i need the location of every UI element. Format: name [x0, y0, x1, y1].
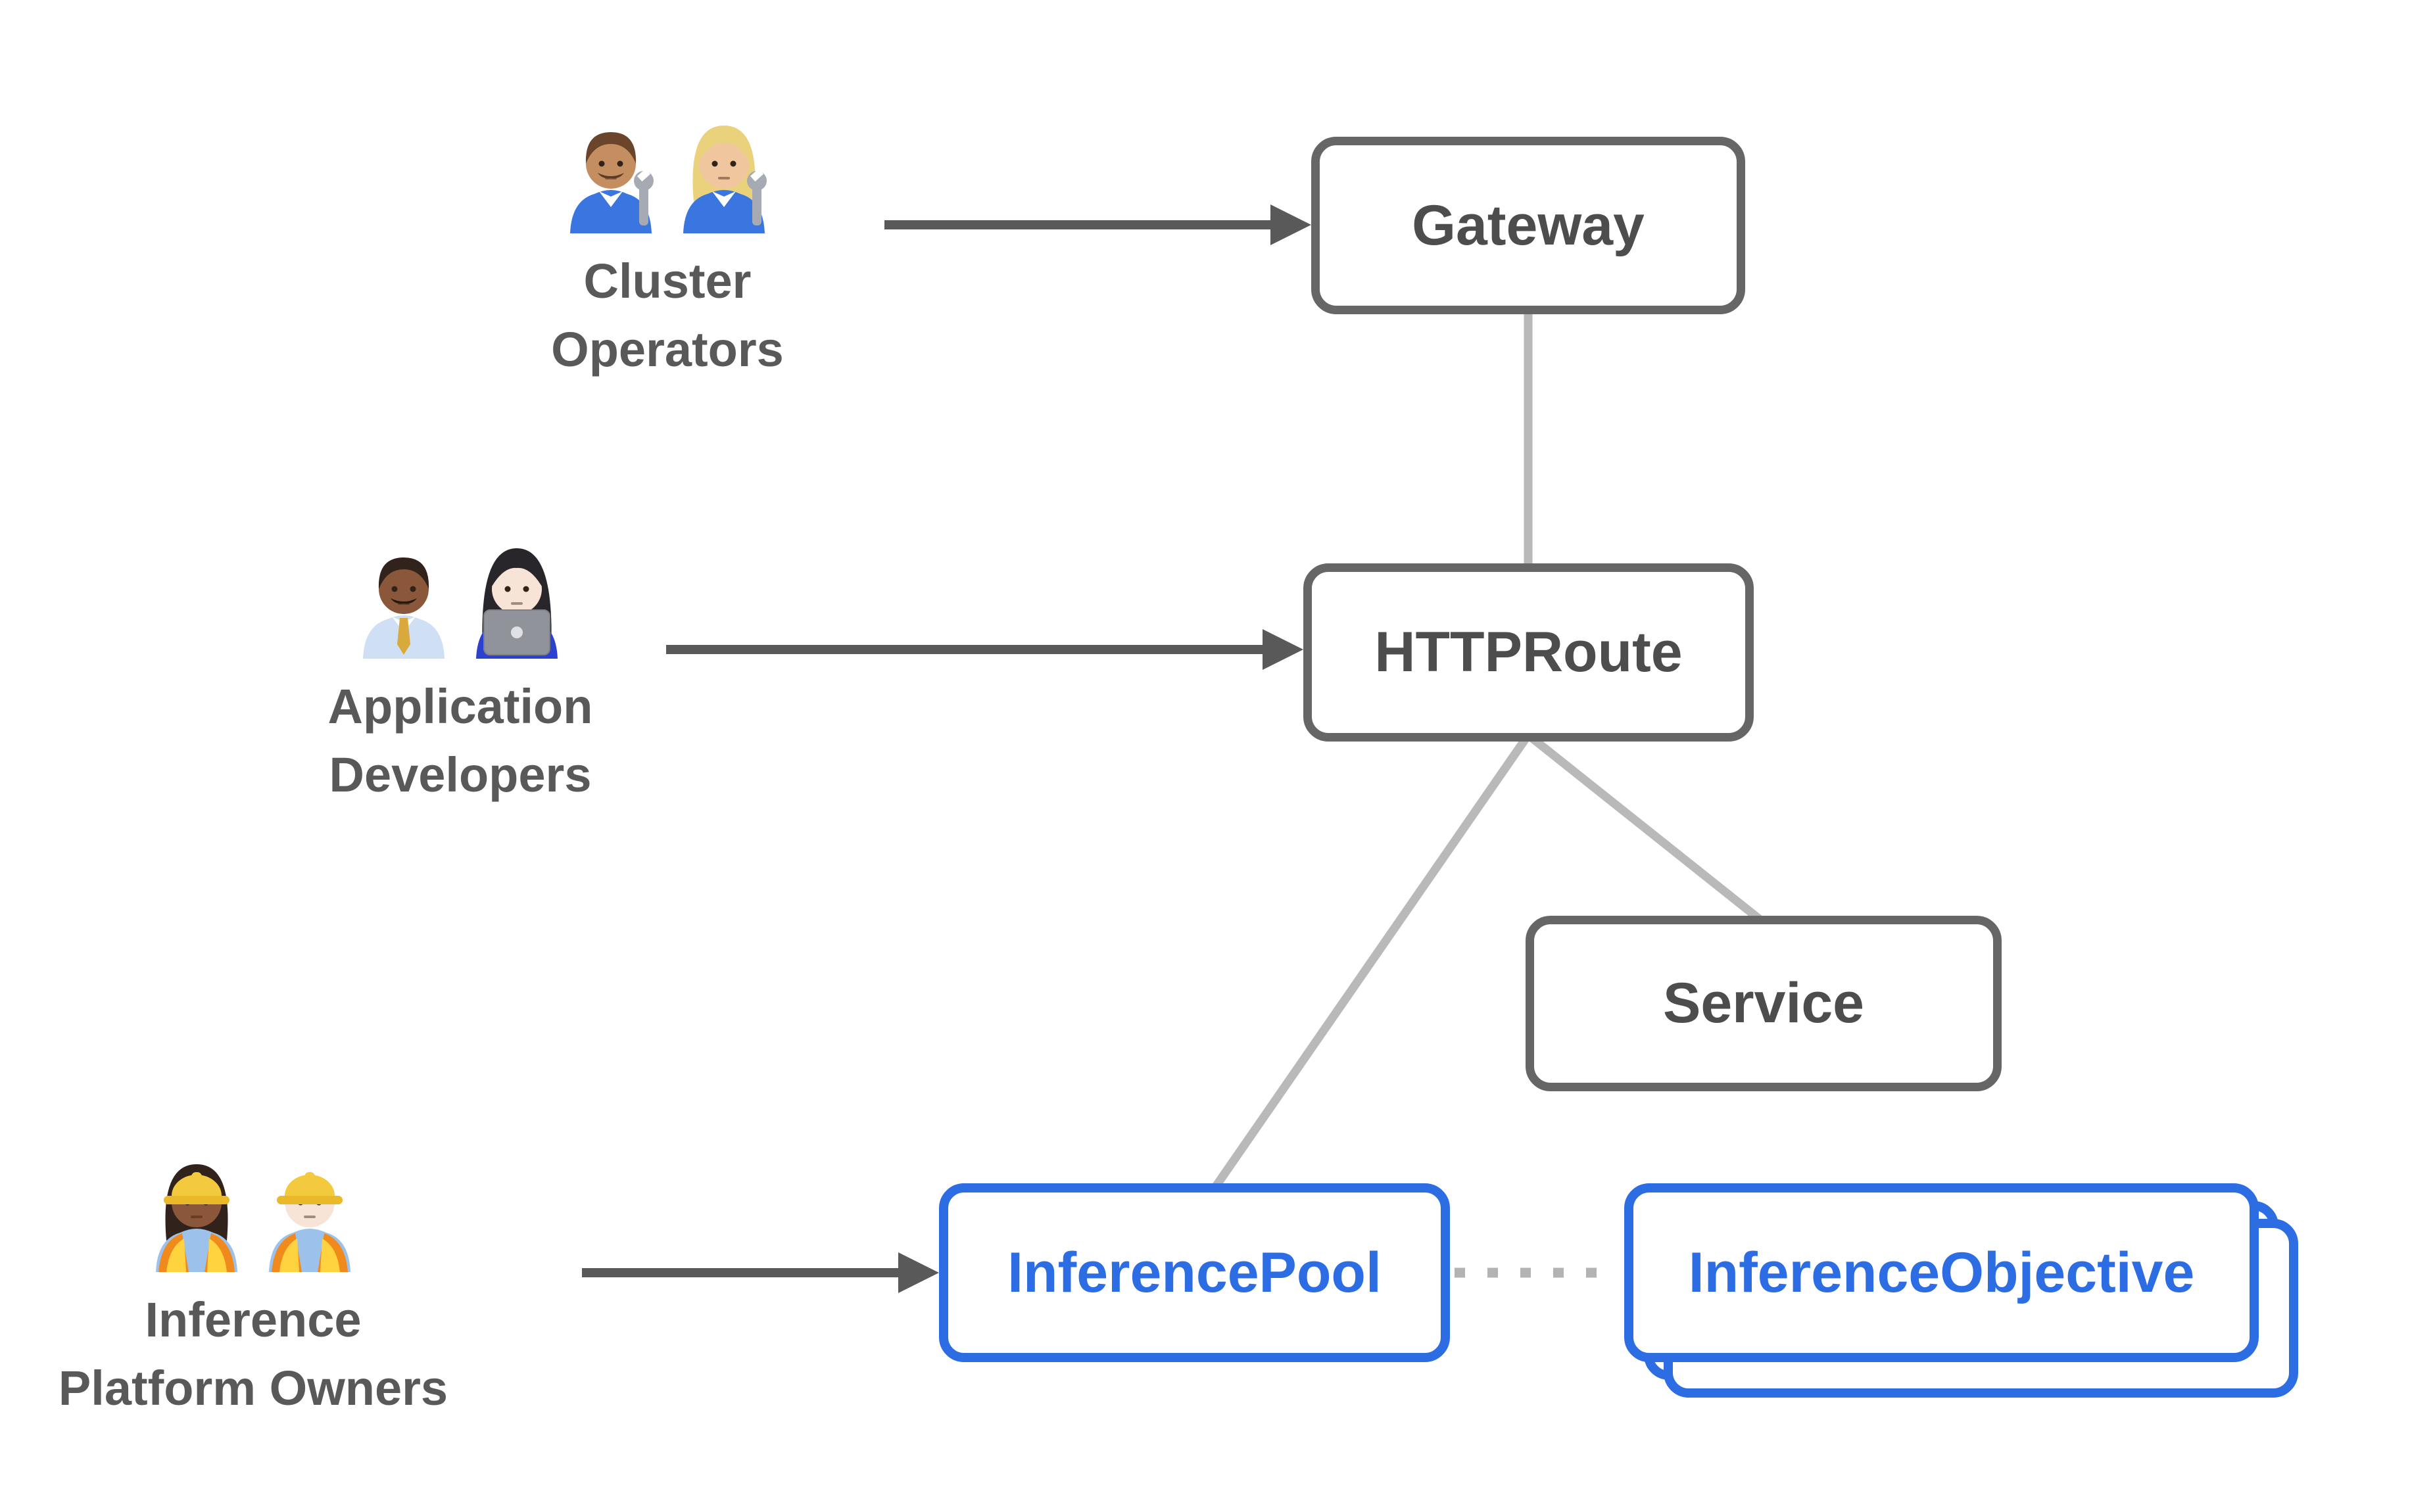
node-inferenceobjective: InferenceObjective	[1624, 1183, 2259, 1362]
label-line: Operators	[551, 322, 784, 377]
label-line: Platform Owners	[58, 1361, 448, 1415]
man-office-worker-emoji	[363, 557, 445, 659]
node-service: Service	[1526, 916, 2002, 1091]
label-line: Inference	[145, 1292, 362, 1347]
man-mechanic-emoji	[570, 132, 654, 233]
application-developers-emojis	[351, 534, 569, 659]
actor-application-developers: Application Developers	[99, 534, 822, 809]
inference-platform-owners-emojis	[144, 1147, 362, 1272]
node-httproute: HTTPRoute	[1303, 563, 1754, 742]
inference-platform-owners-to-inferencepool-arrow-head	[898, 1252, 939, 1293]
cluster-operators-emojis	[558, 108, 777, 233]
node-inferencepool-label: InferencePool	[1007, 1240, 1382, 1304]
woman-technologist-emoji	[476, 548, 558, 659]
man-construction-worker-emoji	[269, 1172, 350, 1272]
node-httproute-label: HTTPRoute	[1374, 621, 1683, 684]
httproute-to-inferencepool-line	[1211, 732, 1532, 1190]
node-gateway: Gateway	[1311, 137, 1745, 314]
actor-inference-platform-owners: Inference Platform Owners	[0, 1147, 615, 1423]
node-gateway-label: Gateway	[1412, 193, 1645, 257]
label-line: Application	[327, 679, 593, 734]
woman-construction-worker-emoji	[156, 1164, 237, 1272]
woman-mechanic-emoji	[683, 126, 767, 233]
node-inferencepool: InferencePool	[939, 1183, 1450, 1362]
node-inferenceobjective-label: InferenceObjective	[1688, 1240, 2195, 1304]
actor-cluster-operators: Cluster Operators	[306, 108, 1029, 384]
cluster-operators-label: Cluster Operators	[551, 247, 784, 384]
cluster-operators-to-gateway-arrow-head	[1270, 204, 1311, 245]
application-developers-label: Application Developers	[328, 673, 593, 809]
label-line: Cluster	[583, 254, 752, 308]
node-service-label: Service	[1662, 972, 1865, 1035]
label-line: Developers	[329, 747, 592, 802]
application-developers-to-httproute-arrow-head	[1263, 629, 1303, 670]
inference-platform-owners-label: Inference Platform Owners	[59, 1286, 448, 1423]
httproute-to-service-line	[1525, 731, 1764, 924]
